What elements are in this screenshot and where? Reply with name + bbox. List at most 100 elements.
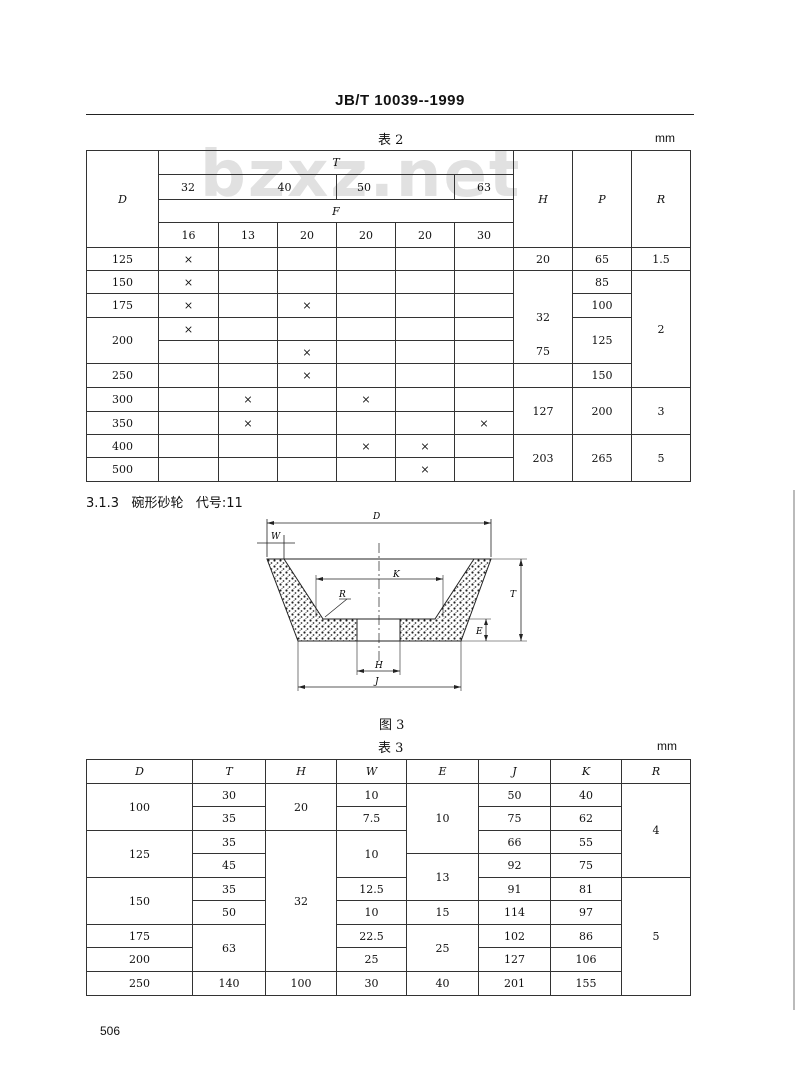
t2-R: 3 <box>631 387 691 435</box>
fig-label-D: D <box>372 512 380 522</box>
t2-cell <box>336 457 396 482</box>
t2-F-value: 16 <box>158 222 219 248</box>
t2-cell <box>336 317 396 341</box>
t2-D: 350 <box>86 411 159 435</box>
t2-F-value: 20 <box>395 222 455 248</box>
t2-cell <box>454 317 514 341</box>
t2-T-value: 50 <box>336 174 455 200</box>
t3-D: 100 <box>86 783 193 831</box>
t2-cell <box>277 434 337 458</box>
t2-cell <box>336 411 396 435</box>
t2-cell <box>218 270 278 294</box>
t2-mark: × <box>218 387 278 412</box>
t2-cell <box>218 293 278 318</box>
t2-cell <box>336 363 396 388</box>
t3-J: 92 <box>478 853 551 878</box>
t2-head-D: D <box>86 150 159 248</box>
t3-D: 250 <box>86 971 193 996</box>
t2-cell <box>454 247 514 271</box>
fig-label-H: H <box>374 661 383 671</box>
t3-J: 114 <box>478 900 551 925</box>
fig-label-W: W <box>271 532 281 542</box>
t3-K: 86 <box>550 924 622 948</box>
t2-cell <box>454 457 514 482</box>
figure3-caption: 图 3 <box>379 718 405 733</box>
t2-D: 300 <box>86 387 159 412</box>
t2-head-R: R <box>631 150 691 248</box>
t3-H: 100 <box>265 971 337 996</box>
t3-D: 150 <box>86 877 193 925</box>
t2-mark: × <box>218 411 278 435</box>
t2-cell <box>218 434 278 458</box>
t2-mark: × <box>158 317 219 341</box>
t2-cell <box>218 363 278 388</box>
t2-cell <box>454 363 514 388</box>
t2-head-P: P <box>572 150 632 248</box>
t2-R: 1.5 <box>631 247 691 271</box>
t3-R: 4 <box>621 783 691 878</box>
t3-J: 50 <box>478 783 551 807</box>
t3-T: 30 <box>192 783 266 807</box>
t3-D: 125 <box>86 830 193 878</box>
t2-P: 65 <box>572 247 632 271</box>
t2-cell <box>454 387 514 412</box>
t2-D: 200 <box>86 317 159 364</box>
t2-head-F: F <box>158 199 514 223</box>
section-title: 碗形砂轮 <box>131 496 184 511</box>
t2-head-H: H <box>513 150 573 248</box>
t2-F-value: 20 <box>277 222 337 248</box>
t2-cell <box>395 270 455 294</box>
t2-cell <box>395 363 455 388</box>
t3-J: 91 <box>478 877 551 901</box>
t3-J: 102 <box>478 924 551 948</box>
fig-label-E: E <box>475 627 483 637</box>
t3-head: H <box>265 759 337 784</box>
table3-caption: 表 3 <box>378 741 404 756</box>
t2-P: 100 <box>572 293 632 318</box>
page-number: 506 <box>100 1024 121 1038</box>
t3-W: 10 <box>336 830 407 878</box>
t3-T: 140 <box>192 971 266 996</box>
t3-E: 10 <box>406 783 479 854</box>
table2-unit: mm <box>655 131 675 145</box>
t3-J: 201 <box>478 971 551 996</box>
t2-P: 265 <box>572 434 632 482</box>
t2-cell <box>277 411 337 435</box>
t2-cell <box>336 340 396 364</box>
t2-mark: × <box>158 293 219 318</box>
t2-cell <box>336 293 396 318</box>
t2-R: 2 <box>631 270 691 388</box>
t2-cell <box>158 340 219 364</box>
t3-K: 62 <box>550 806 622 831</box>
t2-H: 127 <box>513 387 573 435</box>
t2-D: 400 <box>86 434 159 458</box>
t2-D: 500 <box>86 457 159 482</box>
t3-T: 35 <box>192 806 266 831</box>
t3-head: D <box>86 759 193 784</box>
t3-W: 22.5 <box>336 924 407 948</box>
t2-mark: × <box>158 270 219 294</box>
t3-D: 200 <box>86 947 193 972</box>
t2-D: 125 <box>86 247 159 271</box>
t2-cell <box>277 247 337 271</box>
t3-D: 175 <box>86 924 193 948</box>
t2-H: 20 <box>513 247 573 271</box>
t2-cell <box>395 411 455 435</box>
t3-E: 25 <box>406 924 479 972</box>
t3-W: 7.5 <box>336 806 407 831</box>
t2-T-value: 63 <box>454 174 514 200</box>
t2-F-value: 20 <box>336 222 396 248</box>
t2-cell <box>336 270 396 294</box>
table3-unit: mm <box>657 739 677 753</box>
t3-W: 30 <box>336 971 407 996</box>
t2-cell <box>395 317 455 341</box>
t2-cell <box>218 457 278 482</box>
t2-P: 150 <box>572 363 632 388</box>
t2-P: 125 <box>572 317 632 364</box>
t2-cell <box>454 293 514 318</box>
t2-cell <box>454 270 514 294</box>
t2-cell <box>158 434 219 458</box>
t2-cell <box>277 270 337 294</box>
t2-mark: × <box>158 247 219 271</box>
t3-H: 32 <box>265 830 337 972</box>
